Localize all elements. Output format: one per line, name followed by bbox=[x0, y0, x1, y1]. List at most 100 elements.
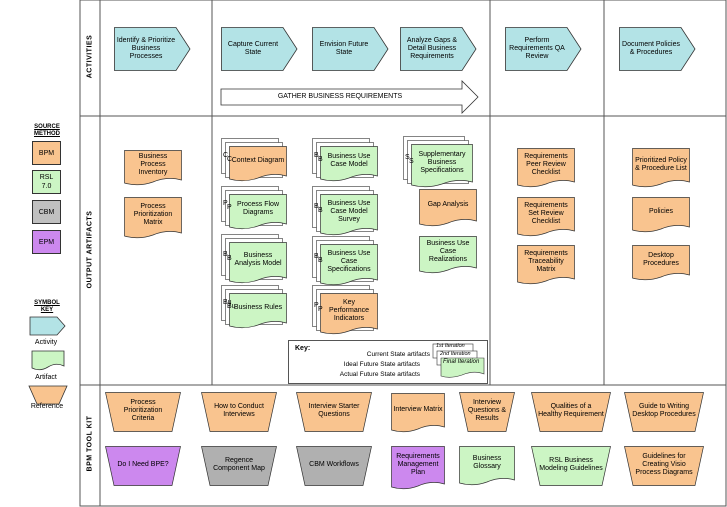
art-process-stack-letter-1: P bbox=[227, 204, 232, 211]
art-bucm-stack-letter-0: B bbox=[314, 152, 319, 159]
symbol-key-title: SYMBOL KEY bbox=[34, 300, 60, 313]
art-supp-stack-letter-1: S bbox=[409, 158, 414, 165]
art-context-stack-letter-0: C bbox=[223, 152, 229, 159]
art-bucms-label: Business Use Case Model Survey bbox=[327, 200, 371, 223]
art-rtm-shape bbox=[517, 245, 575, 285]
tk-ppc-label: Process Prioritization Criteria bbox=[123, 399, 163, 422]
art-bam-stack-letter-1: B bbox=[227, 255, 232, 262]
art-kpi-stack-letter-1: P bbox=[318, 306, 323, 313]
art-rsrc-shape bbox=[517, 197, 575, 237]
activity-shape-0 bbox=[114, 27, 191, 71]
activity-label-4: Perform Requirements QA Review bbox=[509, 37, 565, 60]
tk-im-shape bbox=[391, 393, 445, 433]
key-row-actual: Actual Future State artifacts bbox=[339, 371, 420, 378]
symbol-artifact-label: Artifact bbox=[35, 374, 57, 381]
tk-iqr-shape bbox=[459, 392, 515, 432]
art-supp-stack-letter-0: S bbox=[405, 154, 410, 161]
art-bucms-stack-letter-0: B bbox=[314, 203, 319, 210]
activity-shape-5 bbox=[619, 27, 696, 71]
tk-bpe-shape bbox=[105, 446, 181, 486]
tk-rbmg-label: RSL Business Modeling Guidelines bbox=[539, 457, 603, 472]
tk-qhr-label: Qualities of a Healthy Requirement bbox=[538, 403, 604, 418]
symbol-artifact-shape bbox=[31, 350, 65, 371]
tk-gwdp-label: Guide to Writing Desktop Procedures bbox=[632, 403, 696, 418]
activity-label-3: Analyze Gaps & Detail Business Requireme… bbox=[406, 37, 458, 60]
source-bpm: BPM bbox=[32, 141, 61, 165]
key-iter-2: 2nd Iteration bbox=[440, 351, 471, 357]
source-epm: EPM bbox=[32, 230, 61, 254]
art-process-label: Process Flow Diagrams bbox=[236, 201, 279, 216]
art-rules-stack-letter-0: Bu bbox=[223, 299, 232, 306]
art-policies-label: Policies bbox=[648, 208, 674, 215]
tk-isq-label: Interview Starter Questions bbox=[308, 403, 360, 418]
art-policies-shape bbox=[632, 197, 690, 233]
art-bucr-label: Business Use Case Realizations bbox=[426, 240, 470, 263]
source-cbm: CBM bbox=[32, 200, 61, 224]
source-rsl: RSL 7.0 bbox=[32, 170, 61, 194]
art-kpi-label: Key Performance Indicators bbox=[328, 299, 370, 322]
art-rules-shape bbox=[221, 285, 287, 329]
activity-label-2: Envision Future State bbox=[319, 41, 369, 56]
art-ppm-label: Process Prioritization Matrix bbox=[133, 203, 173, 226]
tk-rbmg-shape bbox=[531, 446, 611, 486]
art-supp-shape bbox=[403, 136, 473, 188]
activity-shape-2 bbox=[312, 27, 389, 71]
key-row-ideal: Ideal Future State artifacts bbox=[343, 361, 420, 368]
section-toolkit-label: BPM TOOL KIT bbox=[86, 415, 94, 472]
art-rprc-label: Requirements Peer Review Checklist bbox=[524, 153, 568, 176]
key-iter-1: 1st Iteration bbox=[436, 343, 465, 349]
art-process-shape bbox=[221, 186, 287, 230]
activity-shape-1 bbox=[221, 27, 298, 71]
source-rsl-label: RSL 7.0 bbox=[39, 174, 54, 190]
art-bpi-label: Business Process Inventory bbox=[138, 153, 168, 176]
art-desktop-shape bbox=[632, 245, 690, 281]
art-rtm-label: Requirements Traceability Matrix bbox=[524, 250, 568, 273]
key-title: Key: bbox=[295, 345, 311, 352]
symbol-activity-shape bbox=[29, 316, 66, 336]
art-gap-shape bbox=[419, 189, 477, 227]
art-rules-label: Business Rules bbox=[233, 304, 283, 311]
art-bam-label: Business Analysis Model bbox=[234, 252, 282, 267]
key-iter-final: Final Iteration bbox=[443, 359, 480, 365]
art-bam-stack-letter-0: B bbox=[223, 251, 228, 258]
art-desktop-label: Desktop Procedures bbox=[643, 252, 679, 267]
art-bucms-shape bbox=[312, 186, 378, 236]
art-bucs-stack-letter-1: B bbox=[318, 257, 323, 264]
gather-arrow bbox=[220, 80, 479, 114]
tk-bg-label: Business Glossary bbox=[472, 455, 502, 470]
art-bucm-stack-letter-1: B bbox=[318, 156, 323, 163]
art-process-stack-letter-0: P bbox=[223, 200, 228, 207]
art-context-shape bbox=[221, 138, 287, 182]
art-bpi-shape bbox=[124, 150, 182, 186]
tk-rcm-shape bbox=[201, 446, 277, 486]
key-iteration-stack bbox=[432, 343, 485, 378]
art-bam-shape bbox=[221, 234, 287, 284]
tk-rcm-label: Regence Component Map bbox=[213, 457, 265, 472]
tk-htci-label: How to Conduct Interviews bbox=[214, 403, 264, 418]
activity-label-1: Capture Current State bbox=[227, 41, 279, 56]
tk-isq-shape bbox=[296, 392, 372, 432]
tk-cbmw-label: CBM Workflows bbox=[309, 461, 359, 468]
art-bucms-stack-letter-1: B bbox=[318, 207, 323, 214]
art-bucs-stack-letter-0: B bbox=[314, 253, 319, 260]
art-bucr-shape bbox=[419, 236, 477, 274]
section-activities-label: ACTIVITIES bbox=[86, 34, 94, 79]
art-kpi-shape bbox=[312, 285, 378, 335]
art-bucs-label: Business Use Case Specifications bbox=[327, 250, 371, 273]
art-bucm-label: Business Use Case Model bbox=[327, 153, 371, 168]
tk-rmp-label: Requirements Management Plan bbox=[396, 453, 440, 476]
tk-iqr-label: Interview Questions & Results bbox=[467, 399, 507, 422]
tk-htci-shape bbox=[201, 392, 277, 432]
art-ppm-shape bbox=[124, 197, 182, 239]
section-output-label: OUTPUT ARTIFACTS bbox=[86, 210, 94, 289]
art-kpi-stack-letter-0: P bbox=[314, 302, 319, 309]
symbol-reference-shape bbox=[28, 385, 68, 405]
tk-bg-shape bbox=[459, 446, 515, 486]
art-gap-label: Gap Analysis bbox=[427, 201, 469, 208]
tk-im-label: Interview Matrix bbox=[393, 406, 443, 413]
tk-gwdp-shape bbox=[624, 392, 704, 432]
activity-label-5: Document Policies & Procedures bbox=[622, 41, 680, 56]
tk-rmp-shape bbox=[391, 446, 445, 490]
tk-gcvp-label: Guidelines for Creating Visio Process Di… bbox=[635, 453, 693, 476]
